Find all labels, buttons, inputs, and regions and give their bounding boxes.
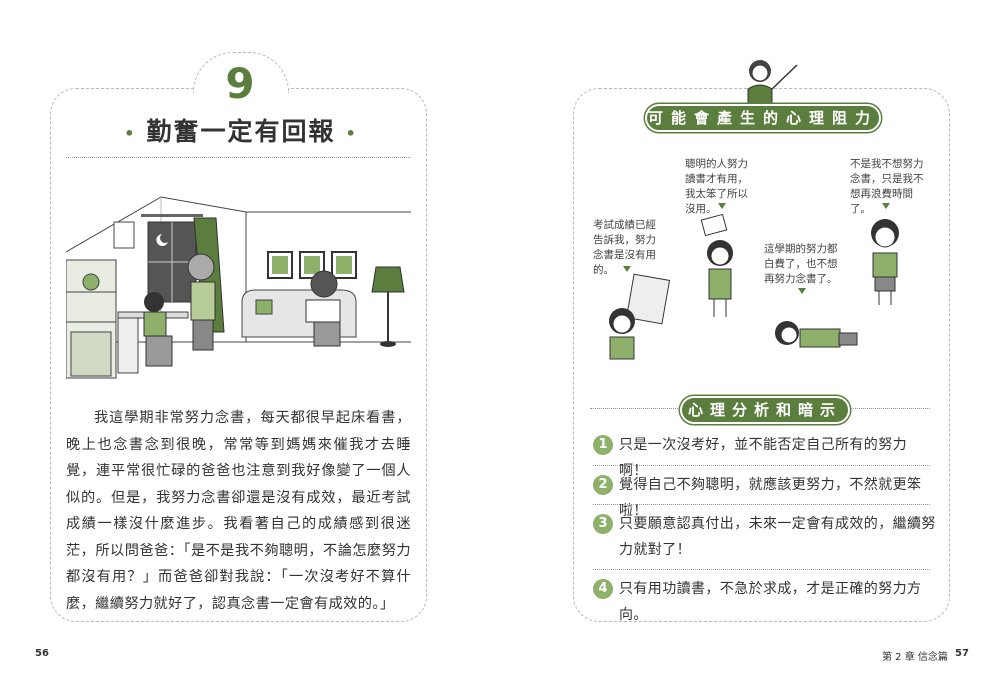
bubble-pointer-4 xyxy=(882,203,890,209)
point-number-2: 2 xyxy=(593,475,613,495)
title-bullet-right: • xyxy=(345,123,358,143)
section-title-analysis: 心理分析和暗示 xyxy=(680,396,850,424)
point-divider-1 xyxy=(593,465,930,466)
children-illustration xyxy=(609,213,899,360)
point-text-3: 只要願意認真付出，未來一定會有成效的，繼續努力就對了！ xyxy=(619,516,936,558)
section-divider-left xyxy=(590,408,680,409)
section-title-resistance: 可能會產生的心理阻力 xyxy=(645,104,881,132)
room-illustration xyxy=(66,196,411,379)
point-number-4: 4 xyxy=(593,579,613,599)
story-paragraph: 我這學期非常努力念書，每天都很早起床看書，晚上也念書念到很晚，常常等到媽媽來催我… xyxy=(66,410,411,612)
title-divider xyxy=(66,157,411,158)
right-card xyxy=(573,88,950,622)
left-page-number: 56 xyxy=(35,648,49,659)
bubble-pointer-2 xyxy=(718,203,726,209)
point-divider-2 xyxy=(593,504,930,505)
thought-bubble-4: 不是我不想努力念書，只是我不想再浪費時間了。 xyxy=(850,158,924,215)
point-number-3: 3 xyxy=(593,514,613,534)
thought-bubble-3: 這學期的努力都白費了，也不想再努力念書了。 xyxy=(764,243,838,285)
chapter-number: 9 xyxy=(225,59,255,108)
title-bullet-left: • xyxy=(124,123,137,143)
point-text-1: 只是一次沒考好，並不能否定自己所有的努力啊！ xyxy=(619,437,907,479)
bubble-pointer-3 xyxy=(798,288,806,294)
point-text-2: 覺得自己不夠聰明，就應該更努力，不然就更笨啦！ xyxy=(619,477,922,519)
point-text-4: 只有用功讀書，不急於求成，才是正確的努力方向。 xyxy=(619,581,922,623)
teacher-illustration xyxy=(747,60,798,105)
title-text: 勤奮一定有回報 xyxy=(146,117,336,146)
chapter-footer: 第 2 章 信念篇 xyxy=(882,652,948,663)
bubble-pointer-1 xyxy=(623,266,631,272)
page-title: • 勤奮一定有回報 • xyxy=(96,112,386,148)
section-divider-right xyxy=(848,408,930,409)
right-page-number: 57 xyxy=(955,648,969,659)
point-divider-3 xyxy=(593,569,930,570)
point-number-1: 1 xyxy=(593,435,613,455)
thought-bubble-2: 聰明的人努力讀書才有用，我太笨了所以沒用。 xyxy=(685,158,748,215)
thought-bubble-1: 考試成績已經告訴我，努力念書是沒有用的。 xyxy=(593,219,656,276)
